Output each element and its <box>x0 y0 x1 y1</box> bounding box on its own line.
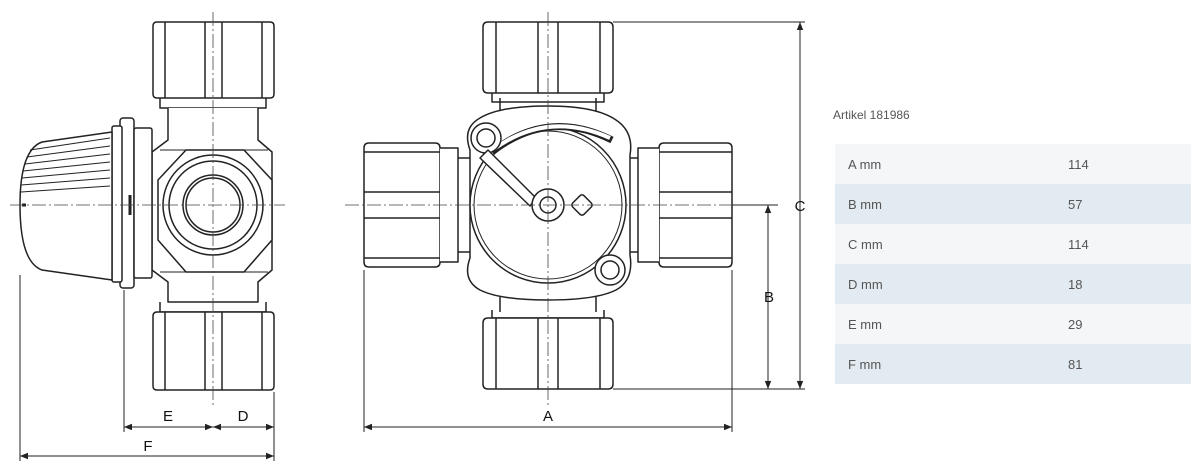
spec-row-a: A mm 114 <box>835 144 1191 184</box>
dim-label-b: B <box>764 289 774 306</box>
spec-value: 29 <box>1068 316 1083 332</box>
technical-drawing: A B C D E F <box>10 12 808 461</box>
spec-label: C mm <box>848 236 883 252</box>
spec-table: A mm 114 B mm 57 C mm 114 D mm 18 E mm 2… <box>835 144 1191 384</box>
spec-label: A mm <box>848 156 882 172</box>
spec-label: D mm <box>848 276 883 292</box>
spec-row-b: B mm 57 <box>835 184 1191 224</box>
dim-label-e: E <box>163 408 173 425</box>
spec-row-f: F mm 81 <box>835 344 1191 384</box>
spec-row-d: D mm 18 <box>835 264 1191 304</box>
spec-value: 57 <box>1068 196 1083 212</box>
spec-row-c: C mm 114 <box>835 224 1191 264</box>
dim-label-d: D <box>238 408 249 425</box>
front-valve-body <box>466 105 632 301</box>
side-actuator <box>19 117 153 289</box>
dim-label-a: A <box>543 408 553 425</box>
dim-label-f: F <box>143 438 152 455</box>
front-right-nut <box>637 142 733 268</box>
side-view <box>19 21 275 391</box>
spec-row-e: E mm 29 <box>835 304 1191 344</box>
dimension-lines <box>19 21 808 461</box>
dimension-labels: A B C D E F <box>143 198 805 455</box>
side-top-nut <box>152 21 275 109</box>
dim-label-c: C <box>795 198 806 215</box>
article-title: Artikel 181986 <box>833 108 910 122</box>
spec-label: E mm <box>848 316 882 332</box>
spec-value: 114 <box>1068 156 1089 172</box>
side-bottom-nut <box>152 302 275 391</box>
spec-panel <box>805 0 1200 461</box>
spec-label: F mm <box>848 356 882 372</box>
spec-value: 81 <box>1068 356 1083 372</box>
spec-value: 18 <box>1068 276 1083 292</box>
front-centerlines <box>345 12 770 405</box>
spec-value: 114 <box>1068 236 1089 252</box>
spec-label: B mm <box>848 196 882 212</box>
side-centerlines <box>10 12 285 405</box>
